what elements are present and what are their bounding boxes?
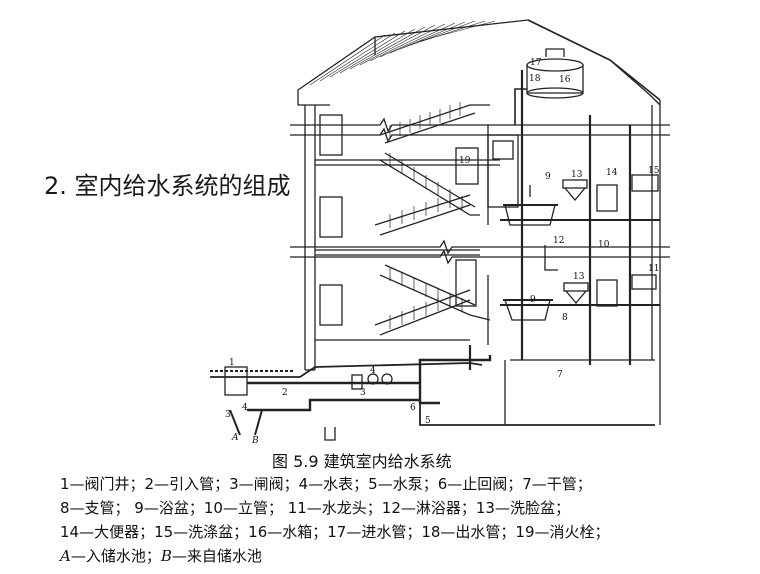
- riser-pipes: [468, 115, 632, 370]
- label-10: 10: [598, 240, 610, 250]
- label-6: 6: [410, 403, 416, 413]
- label-5: 5: [425, 416, 431, 426]
- label-15: 15: [648, 166, 660, 176]
- floor-slabs: [290, 117, 670, 306]
- legend-text-a: —入储水池；: [70, 547, 161, 565]
- label-sub-3: 3: [225, 410, 231, 420]
- label-4: 4: [370, 366, 376, 376]
- legend-text-b: —来自储水池: [171, 547, 262, 565]
- plumbing-fixtures: [503, 174, 659, 321]
- label-14: 14: [606, 168, 618, 178]
- label-7: 7: [557, 370, 563, 380]
- building-walls: [304, 100, 661, 425]
- basement-and-inlet: [210, 355, 655, 441]
- label-16: 16: [559, 75, 571, 85]
- roof: [297, 19, 661, 106]
- building-water-supply-drawing: 1 2 4 3 4 3 6 5 7 8 9 9 10 11 12 13 13 1…: [210, 19, 670, 445]
- legend-line: 8—支管； 9—浴盆；10—立管； 11—水龙头；12—淋浴器；13—洗脸盆；: [60, 499, 570, 517]
- label-13-lower: 13: [573, 272, 585, 282]
- staircase: [374, 102, 491, 336]
- legend-line: 14—大便器；15—洗涤盆；16—水箱；17—进水管；18—出水管；19—消火栓…: [60, 523, 610, 541]
- label-9-upper: 9: [545, 172, 551, 182]
- slide-title: 2. 室内给水系统的组成: [44, 172, 291, 200]
- label-9-lower: 9: [530, 295, 536, 305]
- label-18: 18: [529, 74, 541, 84]
- label-8: 8: [562, 313, 568, 323]
- label-B: B: [251, 436, 259, 445]
- legend-letter-b: B: [160, 547, 172, 565]
- label-A: A: [231, 433, 239, 443]
- label-17: 17: [530, 58, 542, 68]
- figure-caption: 图 5.9 建筑室内给水系统: [272, 452, 452, 471]
- roof-water-tank: [514, 48, 584, 125]
- label-3: 3: [360, 388, 366, 398]
- legend-line: 1—阀门井；2—引入管；3—闸阀；4—水表；5—水泵；6—止回阀；7—干管；: [60, 475, 592, 493]
- diagram-labels: 1 2 4 3 4 3 6 5 7 8 9 9 10 11 12 13 13 1…: [225, 58, 660, 445]
- label-12: 12: [553, 236, 564, 246]
- figure-legend: 1—阀门井；2—引入管；3—闸阀；4—水表；5—水泵；6—止回阀；7—干管； 8…: [60, 472, 610, 568]
- doors: [455, 134, 519, 307]
- label-1: 1: [229, 358, 235, 368]
- label-sub-4: 4: [242, 403, 248, 413]
- label-11: 11: [648, 264, 659, 274]
- legend-letter-a: A: [60, 547, 71, 565]
- legend-line-ab: A—入储水池；B—来自储水池: [60, 544, 610, 568]
- label-19: 19: [459, 156, 471, 166]
- label-13-upper: 13: [571, 170, 583, 180]
- label-2: 2: [282, 388, 288, 398]
